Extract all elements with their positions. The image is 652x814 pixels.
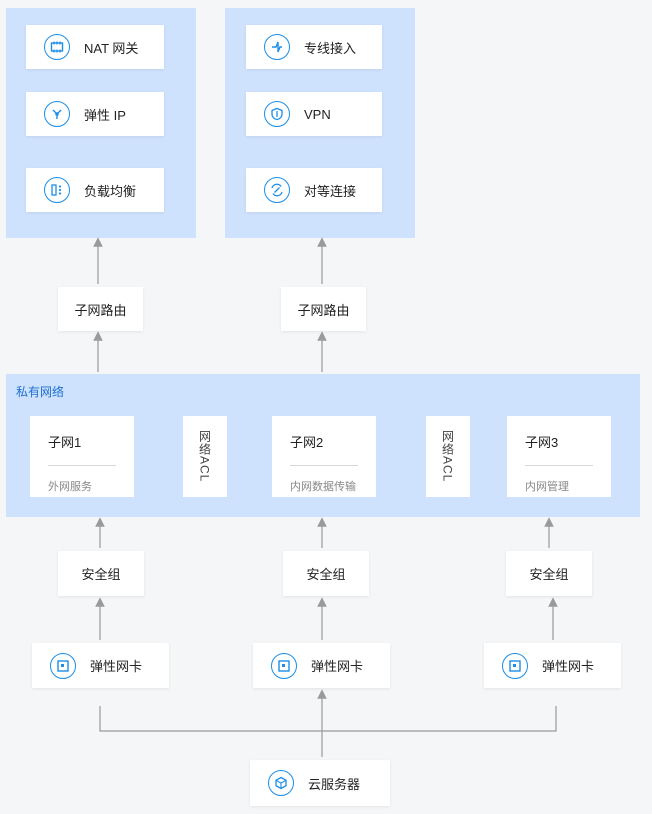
security-group-label: 安全组 [529,567,569,582]
cloud-server-icon [268,770,294,796]
elastic-ip-label: 弹性 IP [84,107,126,123]
nat-gateway-icon [44,34,70,60]
subnet-route-label: 子网路由 [297,302,350,318]
load-balancer-label: 负载均衡 [84,183,137,199]
security-group-box[interactable]: 安全组 [283,551,369,596]
subnet-box[interactable]: 子网2 内网数据传输 [272,416,376,497]
vpc-label: 私有网络 [16,385,65,399]
eni-card[interactable]: 弹性网卡 [32,643,169,688]
eni-card[interactable]: 弹性网卡 [253,643,390,688]
server-bus-line [99,706,557,732]
eni-card[interactable]: 弹性网卡 [484,643,621,688]
network-card-icon [50,652,76,679]
subnet-divider [48,465,116,466]
nat-gateway-label: NAT 网关 [84,40,139,56]
direct-connect-icon [264,34,290,60]
subnet-desc: 内网数据传输 [290,481,356,493]
subnet-divider [290,465,358,466]
network-card-icon [271,652,297,679]
subnet-route-label: 子网路由 [74,302,127,318]
subnet-title: 子网3 [525,435,559,450]
direct-connect-card[interactable]: 专线接入 [246,25,382,69]
security-group-label: 安全组 [81,567,121,582]
security-group-label: 安全组 [306,567,346,582]
cloud-server-card[interactable]: 云服务器 [250,760,390,806]
security-group-box[interactable]: 安全组 [58,551,144,596]
eni-label: 弹性网卡 [311,659,364,674]
network-card-icon [502,652,528,679]
network-acl-box[interactable]: 网络ACL [426,416,470,497]
network-acl-box[interactable]: 网络ACL [183,416,227,497]
direct-connect-label: 专线接入 [304,40,357,56]
peering-label: 对等连接 [304,183,357,199]
subnet-desc: 内网管理 [525,481,569,493]
elastic-ip-card[interactable]: 弹性 IP [26,92,164,136]
nat-gateway-card[interactable]: NAT 网关 [26,25,164,69]
vpn-label: VPN [304,106,331,122]
subnet-divider [525,465,593,466]
subnet-box[interactable]: 子网1 外网服务 [30,416,134,497]
peering-icon [264,177,290,203]
vpn-icon [264,101,290,127]
subnet-box[interactable]: 子网3 内网管理 [507,416,611,497]
security-group-box[interactable]: 安全组 [506,551,592,596]
subnet-route-box[interactable]: 子网路由 [58,287,143,331]
network-acl-label: 网络ACL [440,430,455,483]
subnet-title: 子网1 [48,435,82,450]
cloud-server-label: 云服务器 [308,776,361,792]
network-acl-label: 网络ACL [197,430,212,483]
peering-card[interactable]: 对等连接 [246,168,382,212]
eni-label: 弹性网卡 [90,659,143,674]
subnet-route-box[interactable]: 子网路由 [281,287,366,331]
load-balancer-icon [44,177,70,203]
elastic-ip-icon [44,101,70,127]
load-balancer-card[interactable]: 负载均衡 [26,168,164,212]
subnet-title: 子网2 [290,435,324,450]
subnet-desc: 外网服务 [48,481,92,493]
eni-label: 弹性网卡 [542,659,595,674]
vpn-card[interactable]: VPN [246,92,382,136]
